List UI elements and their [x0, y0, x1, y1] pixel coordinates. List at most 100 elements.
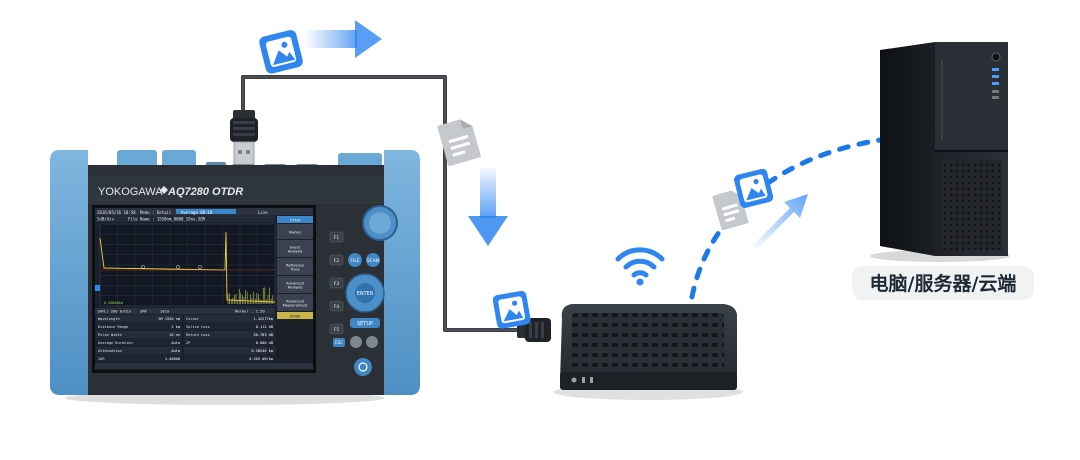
side-menu-label: Utility — [290, 315, 301, 319]
result-table-row — [184, 315, 275, 323]
result-table-row — [184, 323, 275, 331]
transfer-box — [553, 304, 743, 400]
param-table-row — [96, 331, 182, 339]
otdr-average: Average 00:18 — [181, 210, 213, 215]
result-table-row — [184, 331, 275, 339]
param-table-value: Auto — [171, 349, 180, 353]
esc-key[interactable] — [333, 338, 345, 347]
side-menu-item[interactable] — [277, 240, 313, 257]
side-menu-item[interactable] — [277, 216, 313, 223]
usb-plug-icon — [517, 318, 551, 342]
param-table-label: IOR — [98, 357, 105, 361]
pc-label-pill: 电脑/服务器/云端 — [852, 266, 1034, 300]
result-table-value: 0.000 dB — [256, 341, 273, 345]
side-menu-label: Trace — [289, 268, 300, 272]
file-key[interactable] — [348, 253, 362, 267]
param-table-row — [96, 347, 182, 355]
param-table-label: Attenuation — [98, 349, 122, 353]
result-table-label: 2P — [186, 341, 190, 345]
power-button-icon — [991, 52, 1001, 62]
otdr-date: 2016/05/26 18:58 — [97, 210, 136, 215]
otdr-meas-mid: SMF — [140, 309, 148, 314]
image-icon — [259, 30, 303, 74]
side-menu-label: Event — [290, 245, 301, 249]
side-menu-item[interactable] — [277, 224, 313, 239]
param-table-row — [96, 315, 182, 323]
power-key[interactable] — [354, 358, 372, 376]
otdr-mode: Mode : Detail — [140, 210, 172, 215]
f-key-5[interactable] — [329, 323, 344, 335]
image-icon — [734, 168, 774, 208]
otdr-file: File Name : 1550nm_0000_10ns.SOR — [128, 217, 206, 222]
otdr-meas-left: (NFL) 200 m/div — [97, 309, 132, 314]
otdr-brand: YOKOGAWA — [98, 186, 163, 198]
result-table-value: 0.112 dB — [256, 325, 273, 329]
result-table-row — [184, 355, 275, 363]
side-menu-item[interactable] — [277, 294, 313, 311]
wifi-icon — [615, 247, 665, 286]
enter-key-label: ENTER — [357, 291, 374, 297]
arrow-right-icon — [305, 20, 382, 58]
otdr-screen: 2016/05/26 18:58 Mode : Detail Average 0… — [95, 208, 313, 370]
otdr-status: Live — [258, 210, 268, 215]
f-key-label: F1 — [334, 235, 340, 241]
side-menu-item[interactable] — [277, 312, 313, 319]
result-table-value: 0.203 dB/km — [249, 357, 273, 361]
f-key-label: F2 — [334, 258, 340, 264]
side-menu-label: Analysis — [288, 286, 303, 290]
result-table-label: Return Loss — [186, 333, 210, 337]
f-key-3[interactable] — [329, 277, 344, 289]
side-menu-label: Reference — [286, 263, 305, 267]
param-table-value: SM 1550 nm — [158, 317, 180, 321]
power-led — [571, 377, 577, 383]
setup-key-label: SETUP — [357, 321, 373, 327]
side-menu-label: Analysis — [288, 250, 303, 254]
esc-key-label: ESC — [335, 340, 343, 345]
arrow-up-right-icon — [752, 194, 808, 250]
side-menu-label: OTDR — [290, 219, 301, 223]
result-table-value: 58.783 dB — [254, 333, 273, 337]
result-table-row — [184, 339, 275, 347]
otdr-side-menu: OTDRMarkerEventAnalysisReferenceTraceAdv… — [277, 216, 313, 319]
param-table-label: Pulse Width — [98, 333, 122, 337]
image-icon — [492, 290, 531, 329]
otdr-trace — [99, 231, 276, 303]
wireless-path — [689, 137, 883, 300]
side-menu-item[interactable] — [277, 258, 313, 275]
param-table-value: 10 ns — [169, 333, 180, 337]
result-table-value: 1.42277km — [254, 317, 273, 321]
result-table-label: Cursor — [186, 317, 200, 321]
scan-key-label: SCAN — [367, 258, 379, 264]
param-table-value: 2 km — [171, 325, 180, 329]
otdr-grid-bottom: 0.20000km — [104, 301, 123, 305]
document-icon — [437, 119, 481, 166]
side-menu-label: Advanced — [286, 281, 304, 285]
f-key-4[interactable] — [329, 300, 344, 312]
result-table-row — [184, 347, 275, 355]
scan-key[interactable] — [366, 253, 380, 267]
side-menu-label: Marker — [289, 231, 302, 235]
side-menu-item[interactable] — [277, 276, 313, 293]
param-table-row — [96, 323, 182, 331]
arrow-down-icon — [468, 168, 508, 246]
param-table-label: Distance Range — [98, 325, 128, 329]
tower-pc-icon — [870, 42, 1010, 262]
side-menu-label: Advanced — [286, 299, 304, 303]
setup-key[interactable] — [350, 318, 380, 328]
f-key-label: F4 — [334, 304, 340, 310]
param-table-label: Average Duration — [98, 341, 133, 345]
otdr-meas-marker: Marker : 1.50 — [235, 309, 265, 314]
f-key-label: F5 — [334, 327, 340, 333]
f-key-2[interactable] — [329, 254, 344, 266]
f-key-1[interactable] — [329, 231, 344, 243]
usb-cable — [241, 75, 520, 332]
param-table-value: Auto — [171, 341, 180, 345]
usb-plug-icon — [230, 110, 258, 169]
otdr-model: AQ7280 OTDR — [167, 186, 243, 198]
side-menu-label: Measurement — [283, 304, 308, 308]
param-table-row — [96, 339, 182, 347]
result-table-value: 0.38240 km — [251, 349, 273, 353]
